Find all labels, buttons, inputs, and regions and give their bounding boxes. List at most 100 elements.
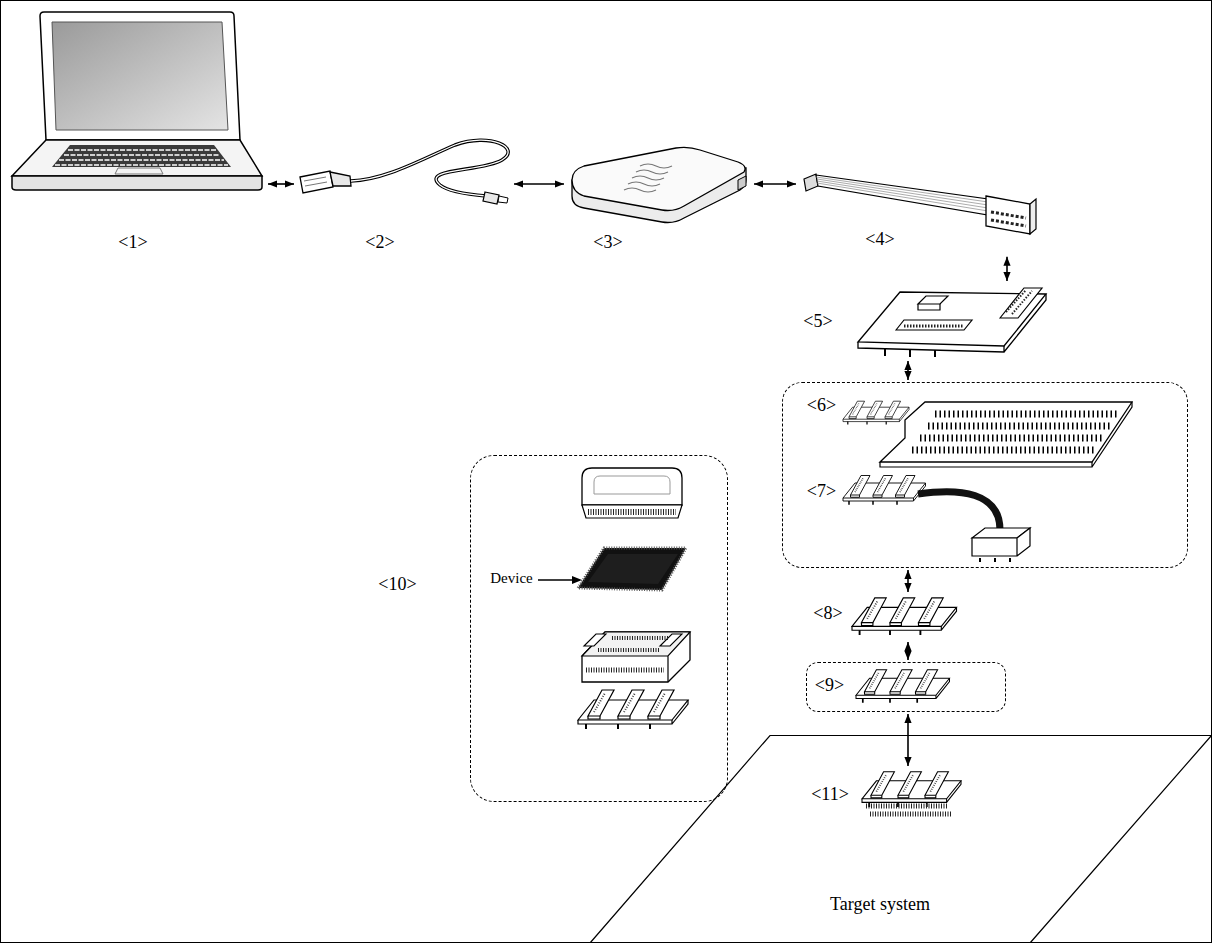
device-socket-illustration [582,468,682,505]
connector-arrow [907,570,909,592]
usb-cable-illustration [498,196,508,203]
ribbon-cable-illustration [816,175,988,215]
connector-arrow [754,183,796,185]
callout-number: <1> [118,232,147,254]
text-slot: <10> [378,574,416,596]
dashed-group: <6> <7> [782,382,1188,568]
text-slot: <7> [807,481,836,503]
connector-board-illustration [852,598,957,635]
adapter-board-illustration [1006,290,1032,314]
target-plane-outline [590,736,1212,943]
extension-board-illustration [880,402,1132,467]
emulator-box-illustration [738,176,746,190]
device-socket-illustration [582,632,690,682]
component-callout: <3> [566,140,752,258]
usb-cable-illustration [483,192,499,204]
ribbon-cable-illustration [1030,199,1036,234]
callout-number: <8> [813,603,842,625]
laptop-illustration [55,150,228,165]
laptop-illustration [52,22,228,130]
text-slot: <6> [807,395,836,417]
text-slot: <1> [118,232,147,254]
text-slot: Target system [830,894,930,916]
text-slot: <8> [813,603,842,625]
cable-adapter-illustration [843,476,1030,563]
target-connector-illustration [862,772,961,814]
device-socket-illustration [588,554,678,584]
component-callout: <2> [296,122,512,258]
text-slot: <5> [803,311,832,333]
device-socket-illustration [588,509,676,515]
extension-board-illustration [912,414,1118,450]
extension-board-illustration [843,401,1132,467]
callout-number: <4> [865,229,894,251]
dashed-group: <10>Device [470,455,728,802]
device-socket-illustration [586,668,664,673]
callout-number: <5> [803,311,832,333]
component-callout: <8> [800,594,966,640]
text-slot: <2> [365,232,394,254]
cable-adapter-illustration [843,476,926,505]
adapter-board-illustration [858,288,1046,357]
usb-cable-illustration [330,172,351,186]
laptop-illustration [52,145,231,167]
usb-cable-illustration [300,140,508,204]
text-slot: <11> [811,784,849,806]
emulator-box-illustration [624,164,672,192]
connector-board-illustration [856,670,950,703]
callout-number: <2> [365,232,394,254]
adapter-board-illustration [904,325,964,328]
callout-number: <11> [811,784,849,806]
component-callout: <1> [6,8,266,258]
connector-arrow [907,714,909,766]
cable-adapter-illustration [980,558,1010,562]
callout-number: <3> [593,232,622,254]
device-socket-illustration [572,576,582,584]
emulator-box-illustration [572,147,745,210]
callout-number: <10> [378,574,416,596]
component-callout: <6> [800,391,1136,466]
device-socket-illustration [582,632,690,682]
component-callout: <7> [800,470,1036,564]
usb-cable-illustration [351,140,508,196]
extension-board-illustration [880,402,1132,462]
callout-number: <7> [807,481,836,503]
target-connector-illustration [862,772,961,807]
cable-adapter-illustration [972,528,1030,556]
device-socket-illustration [578,690,688,729]
laptop-illustration [115,168,163,174]
target-plane: <11> Target system [590,735,1212,943]
device-socket-illustration [578,548,686,590]
laptop-illustration [12,12,262,190]
connector-arrow [268,183,294,185]
device-socket-illustration [582,505,682,518]
extension-board-illustration [843,401,909,424]
adapter-board-illustration [885,349,935,357]
device-socket-illustration [598,638,668,650]
part-label: Target system [830,894,930,916]
adapter-board-illustration [1000,288,1042,318]
device-socket-illustration [538,468,690,729]
connector-arrow [907,361,909,380]
connector-board-illustration [856,670,950,703]
usb-cable-illustration [351,140,508,196]
ribbon-cable-illustration [991,212,1026,226]
text-slot: Device [490,569,532,587]
text-slot: <3> [593,232,622,254]
ribbon-cable-illustration [804,174,1036,234]
adapter-board-illustration [896,320,972,330]
ribbon-cable-illustration [816,177,988,211]
adapter-board-illustration [918,304,940,310]
usb-cable-illustration [304,177,327,186]
dashed-group: <9> [806,662,1006,712]
connector-arrow [514,183,564,185]
target-connector-illustration [866,806,952,814]
text-slot: <4> [865,229,894,251]
ribbon-cable-illustration [986,196,1030,234]
cable-adapter-illustration [918,492,1000,530]
component-callout: <4> [798,148,1040,255]
callout-number: <9> [815,675,844,697]
adapter-board-illustration [918,296,948,304]
component-callout: <5> [799,283,1050,359]
connector-board-illustration [852,598,957,635]
